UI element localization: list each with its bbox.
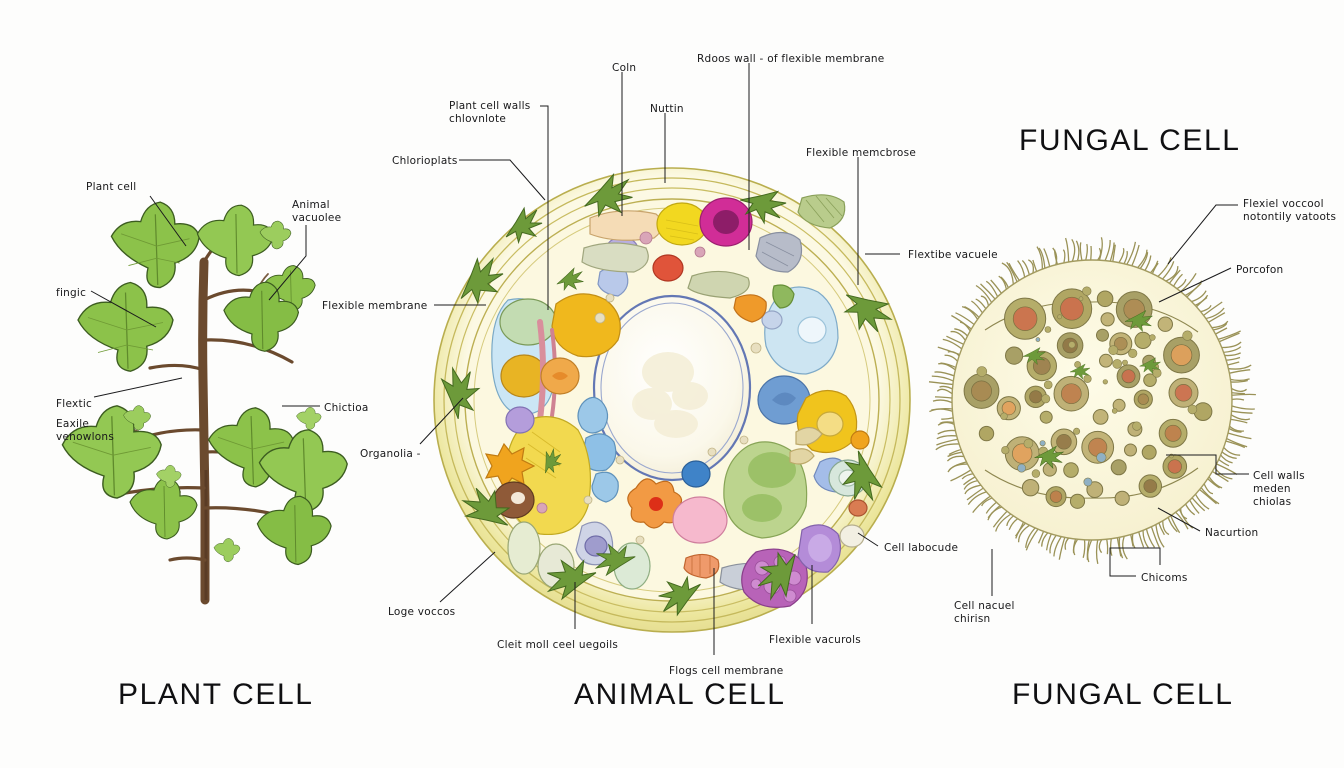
leader-chlorioplats <box>459 159 546 201</box>
leader-lines <box>90 63 1249 655</box>
leader-nacurtion <box>1157 507 1201 532</box>
heading-plant-bottom: PLANT CELL <box>118 678 314 711</box>
leader-flexiel-vocool <box>1167 204 1238 265</box>
leader-fingic <box>90 290 157 328</box>
leader-cell-labocude <box>857 532 879 547</box>
leader-animal-vacuolee <box>268 225 307 301</box>
leader-orguokia <box>419 397 464 445</box>
leader-cell-walls-meden <box>1166 454 1249 475</box>
leader-lorge-voccos <box>439 551 496 603</box>
animal-cell-illustration <box>433 167 911 633</box>
heading-fungal-top: FUNGAL CELL <box>1019 124 1241 157</box>
leader-plant-cell <box>149 195 187 247</box>
heading-fungal-bottom: FUNGAL CELL <box>1012 678 1234 711</box>
leader-flextic <box>93 377 183 398</box>
fungal-cell-illustration <box>928 237 1256 565</box>
plant-sapling-illustration <box>61 201 348 605</box>
leader-chicoms <box>1109 547 1161 577</box>
heading-animal-bottom: ANIMAL CELL <box>574 678 786 711</box>
leader-poroofon <box>1158 267 1232 303</box>
leader-plant-cell-walls-chlovnlote <box>540 105 549 310</box>
